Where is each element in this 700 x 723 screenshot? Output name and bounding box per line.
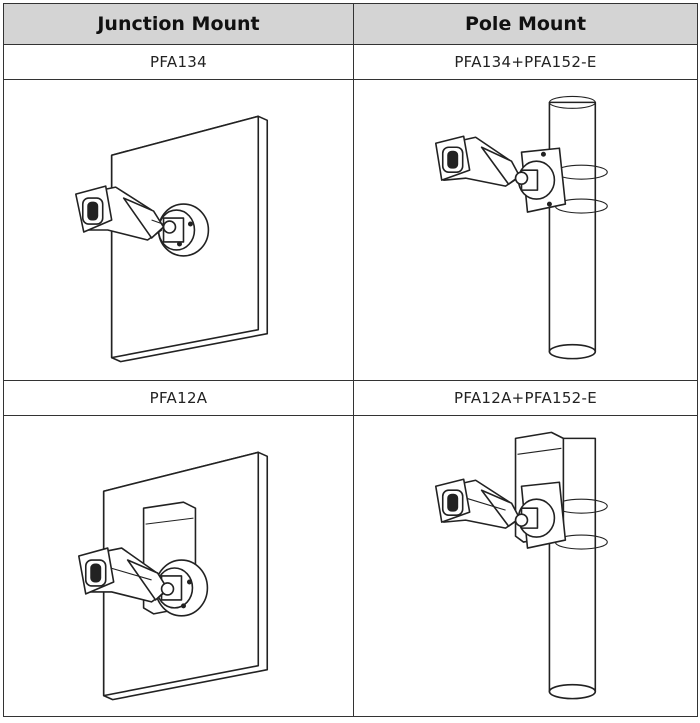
- junction-model-1: PFA134: [3, 44, 354, 80]
- wall-junction-box-mount-illustration: [77, 451, 269, 701]
- model-row-2: PFA12A PFA12A+PFA152-E: [3, 380, 698, 416]
- wall-junction-box-mount-cell: [3, 415, 354, 717]
- pole-model-2: PFA12A+PFA152-E: [353, 380, 698, 416]
- pole-mount-header: Pole Mount: [353, 3, 698, 45]
- wall-junction-mount-illustration: [74, 115, 269, 363]
- pole-junction-box-mount-cell: [353, 415, 698, 717]
- junction-model-2: PFA12A: [3, 380, 354, 416]
- image-row-2: [3, 415, 698, 717]
- junction-mount-header: Junction Mount: [3, 3, 354, 45]
- wall-junction-mount-cell: [3, 79, 354, 381]
- pole-mount-illustration: [434, 95, 608, 360]
- pole-mount-cell: [353, 79, 698, 381]
- model-row-1: PFA134 PFA134+PFA152-E: [3, 44, 698, 80]
- mount-options-table: Junction Mount Pole Mount PFA134 PFA134+…: [3, 3, 698, 717]
- image-row-1: [3, 79, 698, 381]
- header-row: Junction Mount Pole Mount: [3, 3, 698, 45]
- pole-model-1: PFA134+PFA152-E: [353, 44, 698, 80]
- pole-junction-box-mount-illustration: [434, 431, 608, 700]
